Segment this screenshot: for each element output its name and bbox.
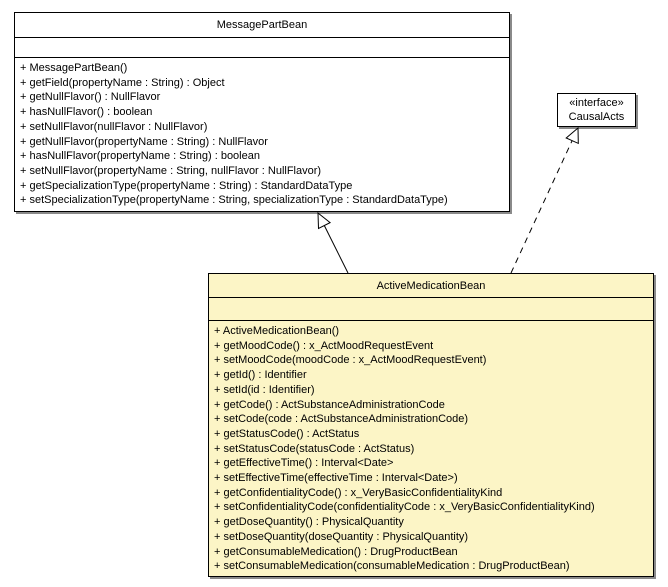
method-signature: + setConfidentialityCode(confidentiality… (214, 501, 595, 514)
attributes-compartment-message-part-bean (15, 38, 509, 58)
class-name-message-part-bean: MessagePartBean (15, 13, 509, 38)
method-signature: + getMoodCode() : x_ActMoodRequestEvent (214, 339, 434, 352)
attributes-compartment-active-medication-bean (209, 298, 653, 321)
method-signature: + getCode() : ActSubstanceAdministration… (214, 398, 445, 411)
class-name-active-medication-bean: ActiveMedicationBean (209, 274, 653, 298)
interface-name-causal-acts: CausalActs (568, 111, 625, 123)
method-signature: + setDoseQuantity(doseQuantity : Physica… (214, 530, 469, 543)
method-signature: + setNullFlavor(propertyName : String, n… (20, 164, 322, 177)
hollow-triangle-arrowhead-icon (317, 211, 332, 230)
method-signature: + setCode(code : ActSubstanceAdministrat… (214, 413, 469, 426)
class-box-message-part-bean: MessagePartBean + MessagePartBean() + ge… (14, 12, 510, 212)
methods-compartment-active-medication-bean: + ActiveMedicationBean() + getMoodCode()… (209, 321, 653, 577)
generalization-arrow (317, 211, 349, 274)
method-signature: + hasNullFlavor() : boolean (20, 106, 153, 119)
method-signature: + MessagePartBean() (20, 62, 128, 74)
method-signature: + getNullFlavor(propertyName : String) :… (20, 135, 268, 148)
interface-stereotype: «interface» (569, 97, 624, 109)
method-signature: + hasNullFlavor(propertyName : String) :… (20, 150, 260, 163)
method-signature: + getStatusCode() : ActStatus (214, 427, 360, 440)
method-signature: + ActiveMedicationBean() (214, 325, 340, 337)
method-signature: + getDoseQuantity() : PhysicalQuantity (214, 516, 404, 529)
class-box-active-medication-bean: ActiveMedicationBean + ActiveMedicationB… (208, 273, 654, 577)
method-signature: + setSpecializationType(propertyName : S… (20, 194, 448, 207)
method-signature: + setEffectiveTime(effectiveTime : Inter… (214, 472, 458, 485)
method-signature: + getField(propertyName : String) : Obje… (20, 76, 225, 89)
method-signature: + setId(id : Identifier) (214, 383, 315, 396)
methods-compartment-message-part-bean: + MessagePartBean() + getField(propertyN… (15, 58, 509, 211)
method-signature: + setNullFlavor(nullFlavor : NullFlavor) (20, 120, 208, 133)
realization-arrow (510, 126, 579, 274)
method-signature: + getConsumableMedication() : DrugProduc… (214, 545, 458, 558)
method-signature: + getNullFlavor() : NullFlavor (20, 91, 161, 104)
method-signature: + getConfidentialityCode() : x_VeryBasic… (214, 486, 503, 499)
method-signature: + getSpecializationType(propertyName : S… (20, 179, 353, 192)
method-signature: + getEffectiveTime() : Interval<Date> (214, 457, 394, 470)
method-signature: + setStatusCode(statusCode : ActStatus) (214, 442, 415, 455)
hollow-triangle-arrowhead-icon (565, 126, 579, 145)
method-signature: + setMoodCode(moodCode : x_ActMoodReques… (214, 354, 487, 367)
method-signature: + getId() : Identifier (214, 369, 307, 382)
interface-box-causal-acts: «interface» CausalActs (557, 93, 636, 127)
method-signature: + setConsumableMedication(consumableMedi… (214, 560, 570, 573)
